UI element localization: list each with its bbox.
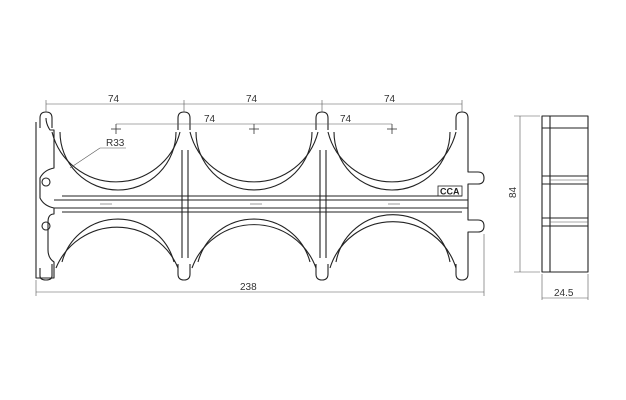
upper-cradle-1-inner <box>59 131 177 191</box>
radius-leader <box>69 147 101 169</box>
side-dimensions: 84 24.5 <box>508 115 589 300</box>
tab-bottom-3 <box>455 264 469 281</box>
left-notch-upper <box>41 177 51 187</box>
side-view <box>541 115 589 273</box>
upper-cradle-2-inner <box>195 131 313 191</box>
side-body <box>541 115 589 273</box>
upper-cradle-1 <box>51 131 181 183</box>
top-span-3-label: 74 <box>384 94 396 105</box>
right-edge <box>467 130 485 264</box>
top-span-2-label: 74 <box>246 94 258 105</box>
radius-label: R33 <box>106 138 125 149</box>
front-dimensions: 74 74 74 74 74 R33 238 <box>35 94 485 296</box>
manufacturer-logo: CCA <box>437 185 463 197</box>
lower-cradle-3-inner <box>335 214 451 263</box>
front-view: CCA <box>35 111 485 281</box>
upper-cradle-2 <box>189 131 319 183</box>
tab-top-3 <box>315 111 329 130</box>
lower-cradle-1-inner <box>61 218 175 263</box>
lower-cradle-2-inner <box>197 218 311 263</box>
left-edge <box>35 117 55 279</box>
tab-bottom-1 <box>177 264 191 281</box>
lower-cradle-1 <box>55 226 179 269</box>
inner-span-2-label: 74 <box>340 114 352 125</box>
center-marks <box>111 124 397 134</box>
side-height-label: 84 <box>508 186 519 198</box>
upper-cradle-3-inner <box>333 131 451 191</box>
left-notch-lower <box>41 221 51 231</box>
tab-bottom-2 <box>315 264 329 281</box>
side-thickness-label: 24.5 <box>554 288 574 299</box>
overall-width-label: 238 <box>240 282 257 293</box>
logo-text: CCA <box>440 187 460 197</box>
top-span-1-label: 74 <box>108 94 120 105</box>
lower-cradle-3 <box>329 221 457 269</box>
inner-span-1-label: 74 <box>204 114 216 125</box>
upper-cradle-3 <box>327 131 457 183</box>
tab-top-4 <box>455 111 469 130</box>
tab-top-2 <box>177 111 191 130</box>
tab-bottom-left <box>39 264 53 281</box>
lower-cradle-2 <box>191 224 317 269</box>
